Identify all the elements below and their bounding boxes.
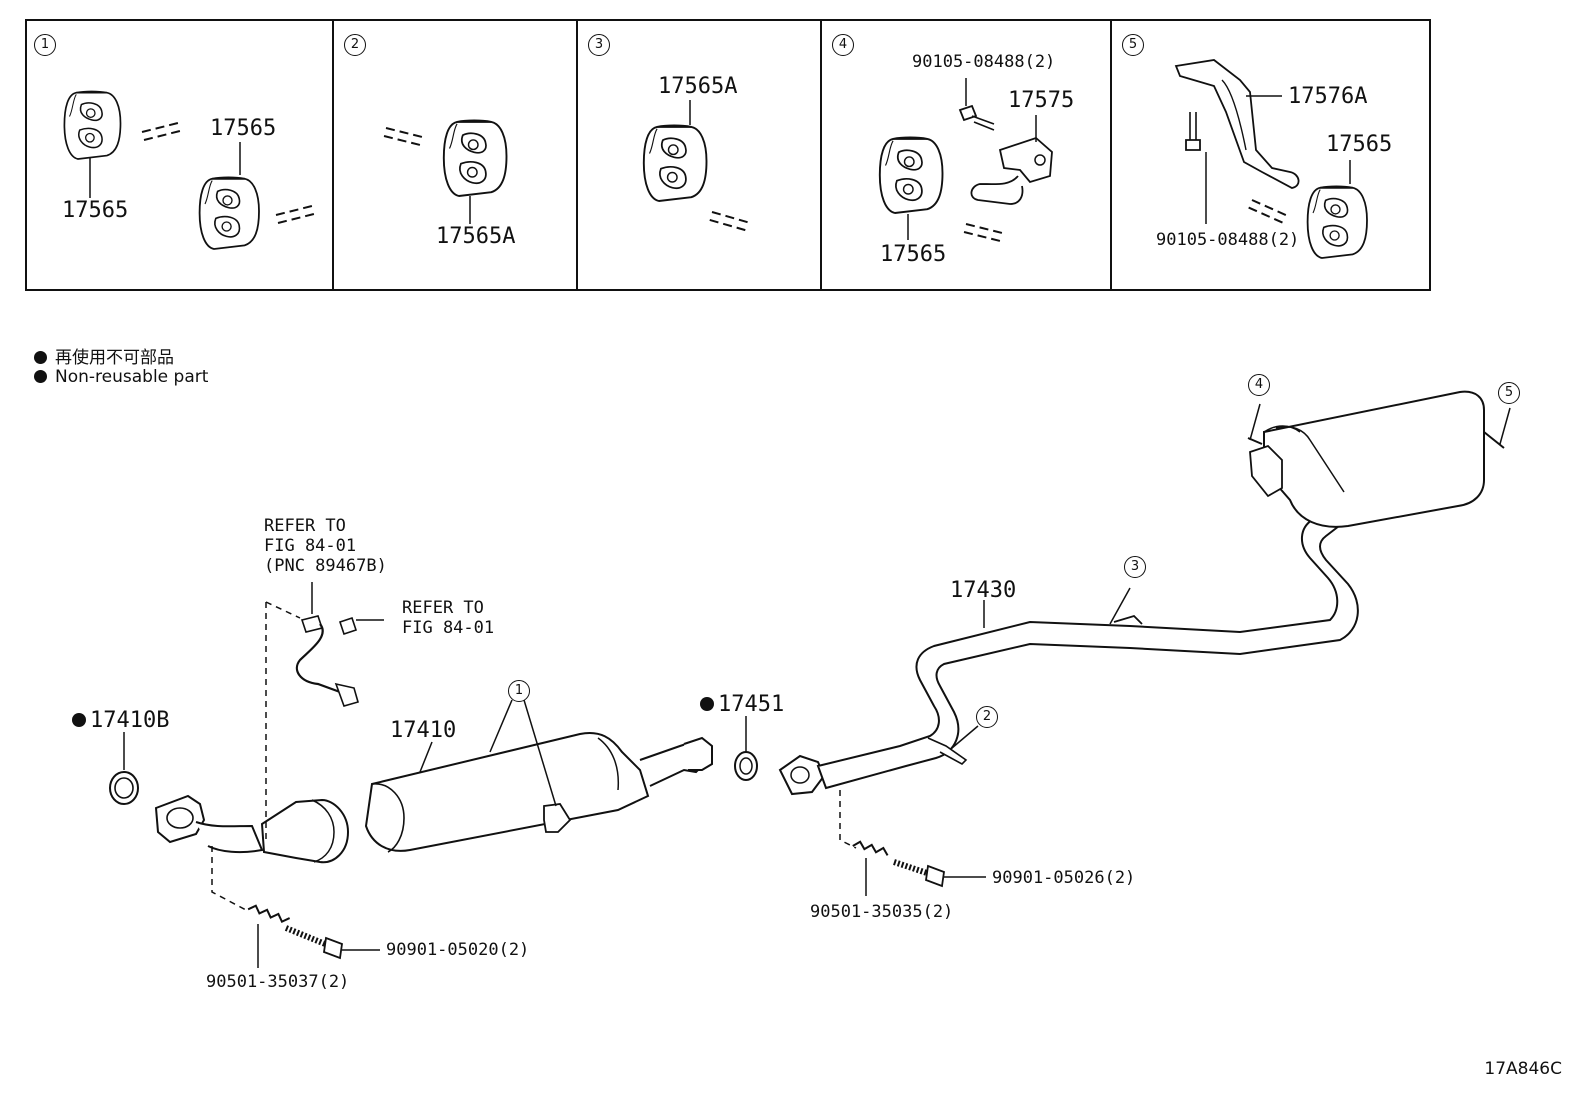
panel-3-label: 17565A: [658, 74, 738, 99]
panel-1-label-b: 17565: [210, 116, 277, 141]
non-reusable-dot-icon: [34, 351, 47, 364]
label-spring-left: 90501-35037(2): [206, 972, 350, 992]
refer-line-2: FIG 84-01: [402, 618, 495, 638]
panel-5-label-bracket: 17576A: [1288, 84, 1368, 109]
center-pipe-17430: [778, 504, 1359, 796]
callout-5: 5: [1498, 382, 1520, 404]
panel-4-label-insulator: 17565: [880, 242, 947, 267]
panel-1-drawing: [63, 90, 319, 250]
non-reusable-dot-icon: [72, 713, 86, 727]
front-pipe-17410: [154, 732, 713, 864]
label-bolt-left: 90901-05020(2): [386, 940, 530, 960]
panel-3-drawing: [642, 100, 755, 241]
label-17451-text: 17451: [718, 692, 785, 717]
panel-4-number: 4: [832, 34, 854, 56]
non-reusable-dot-icon: [700, 697, 714, 711]
callout-leaders: [419, 699, 557, 807]
panel-4-label-bolt: 90105-08488(2): [912, 52, 1056, 72]
legend-jp: 再使用不可部品: [34, 343, 174, 368]
callout-1: 1: [508, 680, 530, 702]
panel-4-label-bracket: 17575: [1008, 88, 1075, 113]
non-reusable-dot-icon: [34, 370, 47, 383]
dashed-leaders: [211, 601, 857, 911]
muffler: [1247, 390, 1511, 528]
panels-frame: [25, 19, 1431, 291]
callout-4: 4: [1248, 374, 1270, 396]
gasket-17451: [734, 716, 758, 781]
panel-1-number: 1: [34, 34, 56, 56]
refer-line-3: (PNC 89467B): [264, 556, 387, 576]
panel-3-number: 3: [588, 34, 610, 56]
refer-line-2: FIG 84-01: [264, 536, 357, 556]
panel-5-label-bolt: 90105-08488(2): [1156, 230, 1300, 250]
label-17410: 17410: [390, 718, 457, 743]
label-bolt-right: 90901-05026(2): [992, 868, 1136, 888]
label-17410B-text: 17410B: [90, 708, 170, 733]
label-17430: 17430: [950, 578, 1017, 603]
panel-1-label-a: 17565: [62, 198, 129, 223]
callout-2: 2: [976, 706, 998, 728]
label-17451: 17451: [700, 692, 784, 717]
refer-clip: REFER TO FIG 84-01: [402, 598, 494, 638]
panel-5-number: 5: [1122, 34, 1144, 56]
refer-o2-sensor: REFER TO FIG 84-01 (PNC 89467B): [264, 516, 387, 576]
oxygen-sensor: [295, 582, 384, 707]
panel-2-number: 2: [344, 34, 366, 56]
refer-line-1: REFER TO: [264, 516, 346, 536]
legend-jp-text: 再使用不可部品: [55, 348, 174, 368]
callout-3: 3: [1124, 556, 1146, 578]
legend-en: Non-reusable part: [34, 367, 208, 387]
panel-4-drawing: [878, 78, 1053, 252]
bolt-spring-right: [852, 840, 986, 896]
panel-5-drawing: [1174, 59, 1368, 259]
gasket-17410B: [109, 732, 139, 805]
legend-en-text: Non-reusable part: [55, 367, 209, 387]
bolt-spring-left: [247, 904, 380, 968]
label-17410B: 17410B: [72, 708, 169, 733]
label-spring-right: 90501-35035(2): [810, 902, 954, 922]
panel-2-label: 17565A: [436, 224, 516, 249]
panel-5-label-insulator: 17565: [1326, 132, 1393, 157]
figure-code: 17A846C: [1484, 1059, 1562, 1079]
refer-line-1: REFER TO: [402, 598, 484, 618]
panel-2-drawing: [381, 118, 508, 224]
